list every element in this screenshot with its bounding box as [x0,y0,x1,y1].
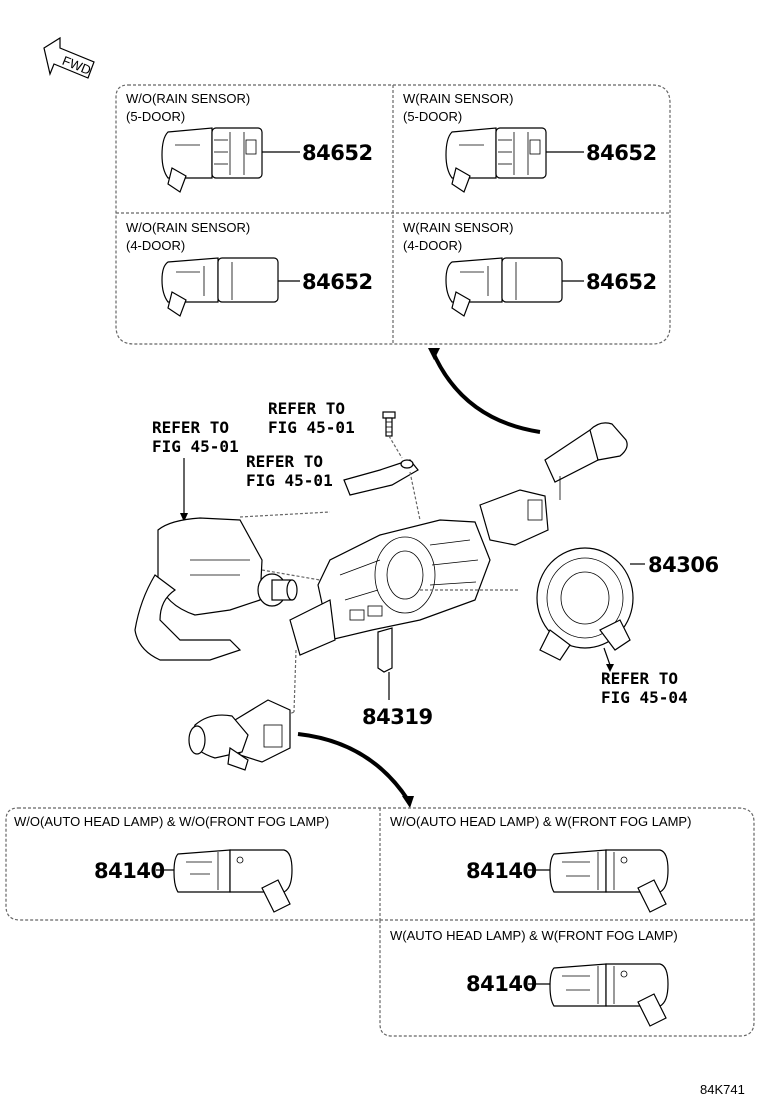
condition-label: W/O(RAIN SENSOR) [126,220,250,235]
part-number: 84652 [586,141,657,165]
svg-text:REFER TO: REFER TO [268,399,345,418]
condition-label: (4-DOOR) [126,238,185,253]
wiper-switch-lever [161,257,279,317]
svg-text:FIG 45-04: FIG 45-04 [601,688,688,707]
wiper-switch-lever [445,257,563,317]
wiper-switch-panel [115,84,671,345]
figure-code: 84K741 [700,1082,745,1097]
wiper-switch-lever [161,127,263,193]
headlamp-switch-lever [173,849,293,913]
svg-text:REFER TO: REFER TO [152,418,229,437]
part-number: 84140 [466,859,537,883]
wiper-lever-installed [479,422,628,546]
condition-label: W(RAIN SENSOR) [403,91,514,106]
fwd-label: FWD [60,53,93,78]
condition-label: W/O(AUTO HEAD LAMP) & W/O(FRONT FOG LAMP… [14,814,329,829]
refer-label-bracket: REFER TO FIG 45-01 [246,452,333,490]
headlamp-lever-installed [188,699,291,771]
headlamp-switch-lever [549,849,669,913]
svg-text:REFER TO: REFER TO [601,669,678,688]
refer-label-left: REFER TO FIG 45-01 [152,418,239,522]
refer-label-bolt: REFER TO FIG 45-01 [268,399,355,437]
bracket-part [343,459,421,521]
wiper-switch-cell: W(RAIN SENSOR) (4-DOOR) 84652 [403,220,657,317]
part-number: 84652 [302,270,373,294]
condition-label: W/O(AUTO HEAD LAMP) & W(FRONT FOG LAMP) [390,814,691,829]
headlamp-switch-lever [549,963,669,1027]
part-number-spiral-cable: 84306 [648,553,719,577]
column-switch-body [279,519,520,719]
part-number: 84140 [94,859,165,883]
steering-lock-housing [134,511,331,661]
wiper-switch-cell: W/O(RAIN SENSOR) (4-DOOR) 84652 [126,220,373,317]
headlamp-switch-cell: W/O(AUTO HEAD LAMP) & W(FRONT FOG LAMP) … [390,814,691,913]
part-number: 84652 [302,141,373,165]
headlamp-switch-panel [5,807,755,1037]
refer-label-spiral: REFER TO FIG 45-04 [601,669,688,707]
svg-text:FIG 45-01: FIG 45-01 [246,471,333,490]
wiper-switch-lever [445,127,547,193]
svg-text:FIG 45-01: FIG 45-01 [268,418,355,437]
callout-curve-wiper [428,348,541,434]
condition-label: (5-DOOR) [126,109,185,124]
spiral-cable [536,547,645,672]
condition-label: W(AUTO HEAD LAMP) & W(FRONT FOG LAMP) [390,928,678,943]
bolt-icon [382,411,403,459]
part-number-column-switch-body: 84319 [362,705,433,729]
wiper-switch-cell: W(RAIN SENSOR) (5-DOOR) 84652 [403,91,657,193]
headlamp-switch-cell: W(AUTO HEAD LAMP) & W(FRONT FOG LAMP) 84… [390,928,678,1027]
condition-label: (5-DOOR) [403,109,462,124]
wiper-switch-cell: W/O(RAIN SENSOR) (5-DOOR) 84652 [126,91,373,193]
condition-label: W(RAIN SENSOR) [403,220,514,235]
fwd-arrow-icon: FWD [43,36,95,79]
headlamp-switch-cell: W/O(AUTO HEAD LAMP) & W/O(FRONT FOG LAMP… [14,814,329,913]
svg-text:REFER TO: REFER TO [246,452,323,471]
part-number: 84140 [466,972,537,996]
condition-label: (4-DOOR) [403,238,462,253]
condition-label: W/O(RAIN SENSOR) [126,91,250,106]
svg-text:FIG 45-01: FIG 45-01 [152,437,239,456]
part-number: 84652 [586,270,657,294]
callout-curve-headlamp [297,732,414,808]
